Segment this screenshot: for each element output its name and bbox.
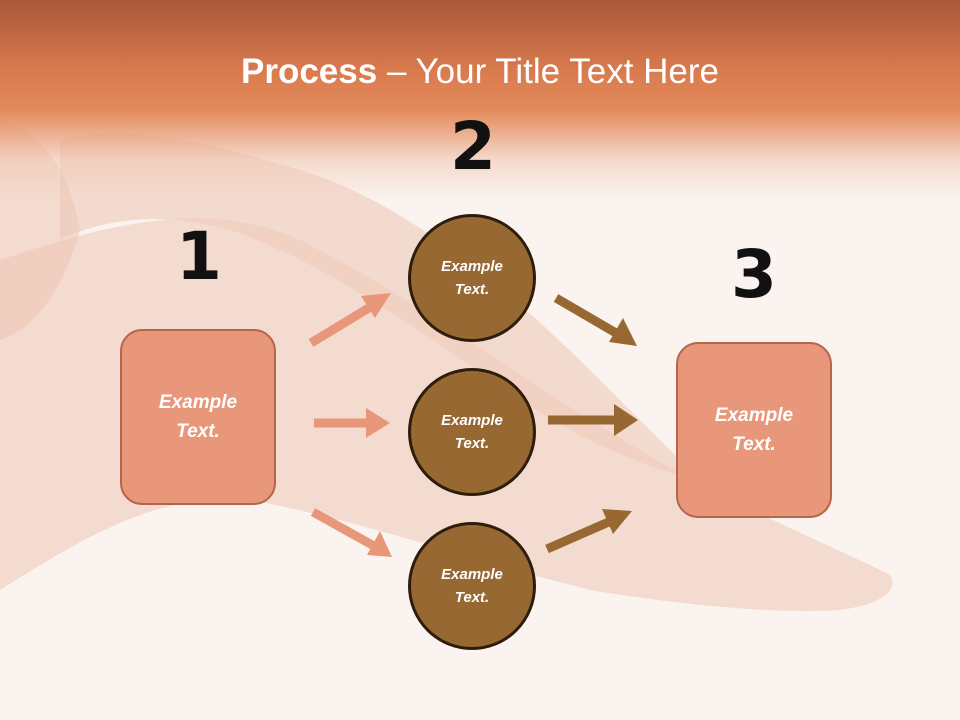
step-2-text-top: Example Text. <box>441 258 503 298</box>
step-2-number: 2 <box>450 108 496 185</box>
arrow-1-to-2c <box>310 508 392 557</box>
step-1-box: Example Text. <box>120 329 276 505</box>
step-2-circle-bottom: Example Text. <box>408 522 536 650</box>
arrow-2c-to-3 <box>545 509 632 554</box>
step-2-circle-top: Example Text. <box>408 214 536 342</box>
step-3-box: Example Text. <box>676 342 832 518</box>
slide-title: Process – Your Title Text Here <box>0 52 960 92</box>
step-2-text-middle: Example Text. <box>441 412 503 452</box>
arrow-1-to-2a <box>308 293 391 347</box>
step-1-text: Example Text. <box>158 392 238 442</box>
arrow-2a-to-3 <box>553 294 637 346</box>
step-2-text-bottom: Example Text. <box>441 566 503 606</box>
arrow-1-to-2b <box>314 408 390 438</box>
title-bold: Process <box>241 52 378 91</box>
arrow-2b-to-3 <box>548 404 638 436</box>
step-3-number: 3 <box>731 236 777 313</box>
step-3-text: Example Text. <box>714 405 794 455</box>
step-1-number: 1 <box>176 218 222 295</box>
header-band <box>0 0 960 200</box>
step-2-circle-middle: Example Text. <box>408 368 536 496</box>
title-rest: – Your Title Text Here <box>377 52 719 91</box>
